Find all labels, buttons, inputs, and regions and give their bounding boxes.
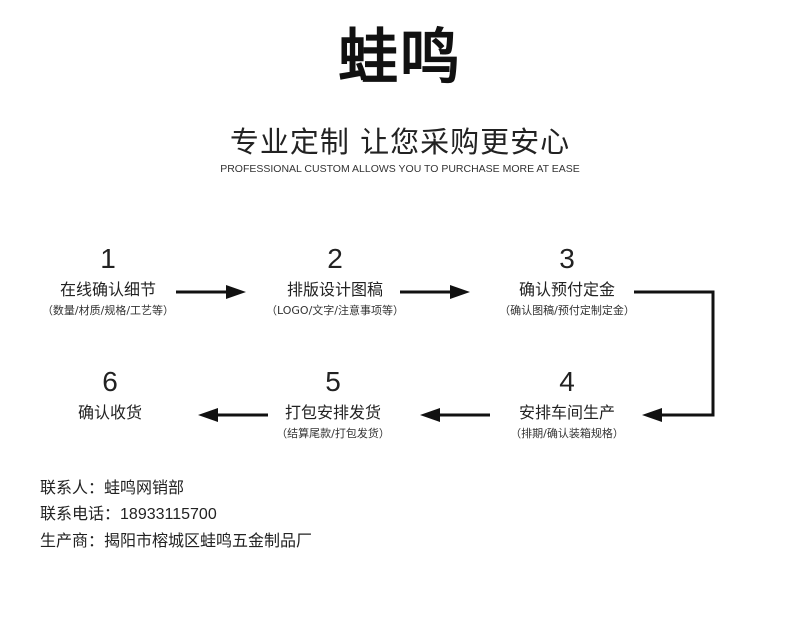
arrow-step5-to-step6	[198, 408, 268, 422]
manufacturer-label: 生产商：	[40, 531, 105, 550]
step-subtitle: （结算尾款/打包发货）	[276, 427, 390, 440]
step-subtitle: （排期/确认装箱规格）	[510, 427, 624, 440]
brand-logo: 蛙鸣	[338, 23, 462, 93]
step-number: 1	[100, 243, 116, 274]
step-number: 4	[559, 366, 575, 397]
process-step-3: 3 确认预付定金 （确认图稿/预付定制定金）	[467, 243, 667, 318]
process-step-1: 1 在线确认细节 （数量/材质/规格/工艺等）	[8, 243, 208, 318]
step-number: 3	[559, 243, 575, 274]
manufacturer-line: 生产商：揭阳市榕城区蛙鸣五金制品厂	[40, 528, 312, 554]
arrow-step3-to-step4	[634, 290, 715, 422]
arrow-step2-to-step3	[400, 285, 470, 299]
manufacturer-value: 揭阳市榕城区蛙鸣五金制品厂	[104, 531, 313, 550]
arrow-step4-to-step5	[420, 408, 490, 422]
step-subtitle: （LOGO/文字/注意事项等）	[266, 304, 404, 317]
step-subtitle: （数量/材质/规格/工艺等）	[41, 304, 175, 317]
tagline-chinese: 专业定制 让您采购更安心	[229, 125, 571, 159]
process-step-6: 6 确认收货	[10, 366, 210, 426]
step-subtitle: （确认图稿/预付定制定金）	[499, 304, 635, 317]
contact-person-value: 蛙鸣网销部	[104, 478, 185, 497]
contact-phone-label: 联系电话：	[40, 504, 121, 523]
step-title: 确认收货	[77, 403, 142, 422]
process-step-4: 4 安排车间生产 （排期/确认装箱规格）	[467, 366, 667, 441]
contact-phone-value: 18933115700	[120, 506, 217, 523]
step-title: 排版设计图稿	[286, 280, 383, 299]
process-step-2: 2 排版设计图稿 （LOGO/文字/注意事项等）	[235, 243, 435, 318]
step-title: 在线确认细节	[59, 280, 156, 299]
step-title: 安排车间生产	[518, 403, 615, 422]
tagline-english: PROFESSIONAL CUSTOM ALLOWS YOU TO PURCHA…	[220, 163, 580, 175]
step-number: 2	[327, 243, 343, 274]
step-title: 确认预付定金	[518, 280, 615, 299]
step-number: 5	[325, 366, 341, 397]
contact-person-label: 联系人：	[40, 478, 105, 497]
contact-phone-line: 联系电话：18933115700	[40, 501, 312, 528]
contact-info: 联系人：蛙鸣网销部 联系电话：18933115700 生产商：揭阳市榕城区蛙鸣五…	[40, 475, 312, 554]
arrow-step1-to-step2	[176, 285, 246, 299]
step-title: 打包安排发货	[284, 403, 381, 422]
process-step-5: 5 打包安排发货 （结算尾款/打包发货）	[233, 366, 433, 441]
contact-person-line: 联系人：蛙鸣网销部	[40, 475, 312, 501]
step-number: 6	[102, 366, 118, 397]
